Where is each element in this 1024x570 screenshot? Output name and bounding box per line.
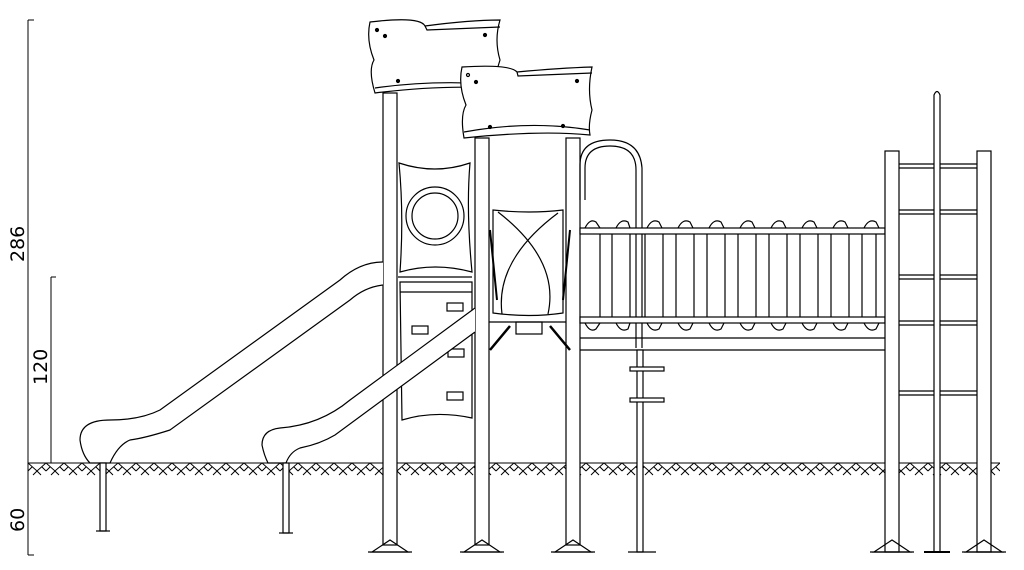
roof-panel-right <box>460 65 593 139</box>
porthole-panel <box>398 162 473 278</box>
dimension-platform-height: 120 <box>30 349 52 385</box>
dimension-foundation-depth: 60 <box>7 508 29 532</box>
step-pole <box>628 349 665 553</box>
fence-bridge <box>579 220 886 351</box>
slide-left <box>79 261 384 532</box>
arch-handrail <box>579 139 643 348</box>
slide-right <box>261 307 476 534</box>
curved-panel <box>489 209 571 351</box>
ground-hatch <box>28 462 1000 477</box>
dimension-lines <box>27 19 56 556</box>
fire-pole <box>924 90 950 553</box>
dimension-total-height: 286 <box>7 226 29 262</box>
ladder <box>870 150 1006 553</box>
tower-posts <box>368 92 595 553</box>
